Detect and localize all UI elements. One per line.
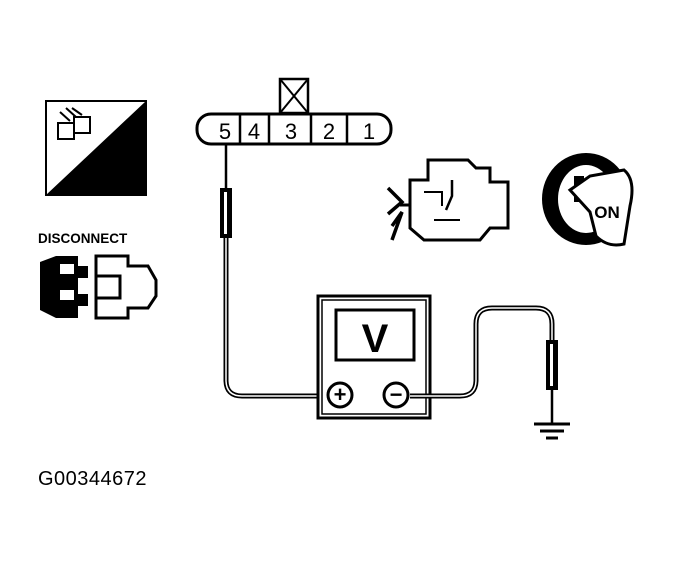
pin-label: 3: [285, 119, 297, 144]
ground-icon: [534, 422, 570, 440]
disconnect-icon: DISCONNECT: [38, 231, 158, 320]
negative-terminal: −: [382, 381, 410, 409]
meter-mode-label: V: [362, 317, 389, 361]
figure-code: G00344672: [38, 468, 148, 490]
voltmeter: V + −: [316, 294, 432, 420]
troubleshooting-icon: T.S.: [45, 100, 147, 196]
pin-label: 1: [363, 119, 375, 144]
pin-label: 4: [248, 119, 260, 144]
positive-probe: [220, 144, 322, 399]
positive-terminal-label: +: [334, 382, 347, 407]
ts-label: T.S.: [85, 167, 123, 192]
positive-terminal: +: [326, 381, 354, 409]
ignition-on-label: ON: [594, 203, 620, 222]
negative-terminal-label: −: [390, 382, 403, 407]
ground-probe: [410, 305, 558, 424]
pin-label: 5: [219, 119, 231, 144]
pin-label: 2: [323, 119, 335, 144]
relay-box-icon: [57, 107, 91, 140]
connector: 5 4 3 2 1: [195, 77, 393, 146]
engine-icon: [386, 158, 510, 242]
disconnect-label: DISCONNECT: [38, 231, 128, 246]
meter-display: [334, 308, 416, 362]
ignition-key-icon: ON: [542, 153, 634, 247]
